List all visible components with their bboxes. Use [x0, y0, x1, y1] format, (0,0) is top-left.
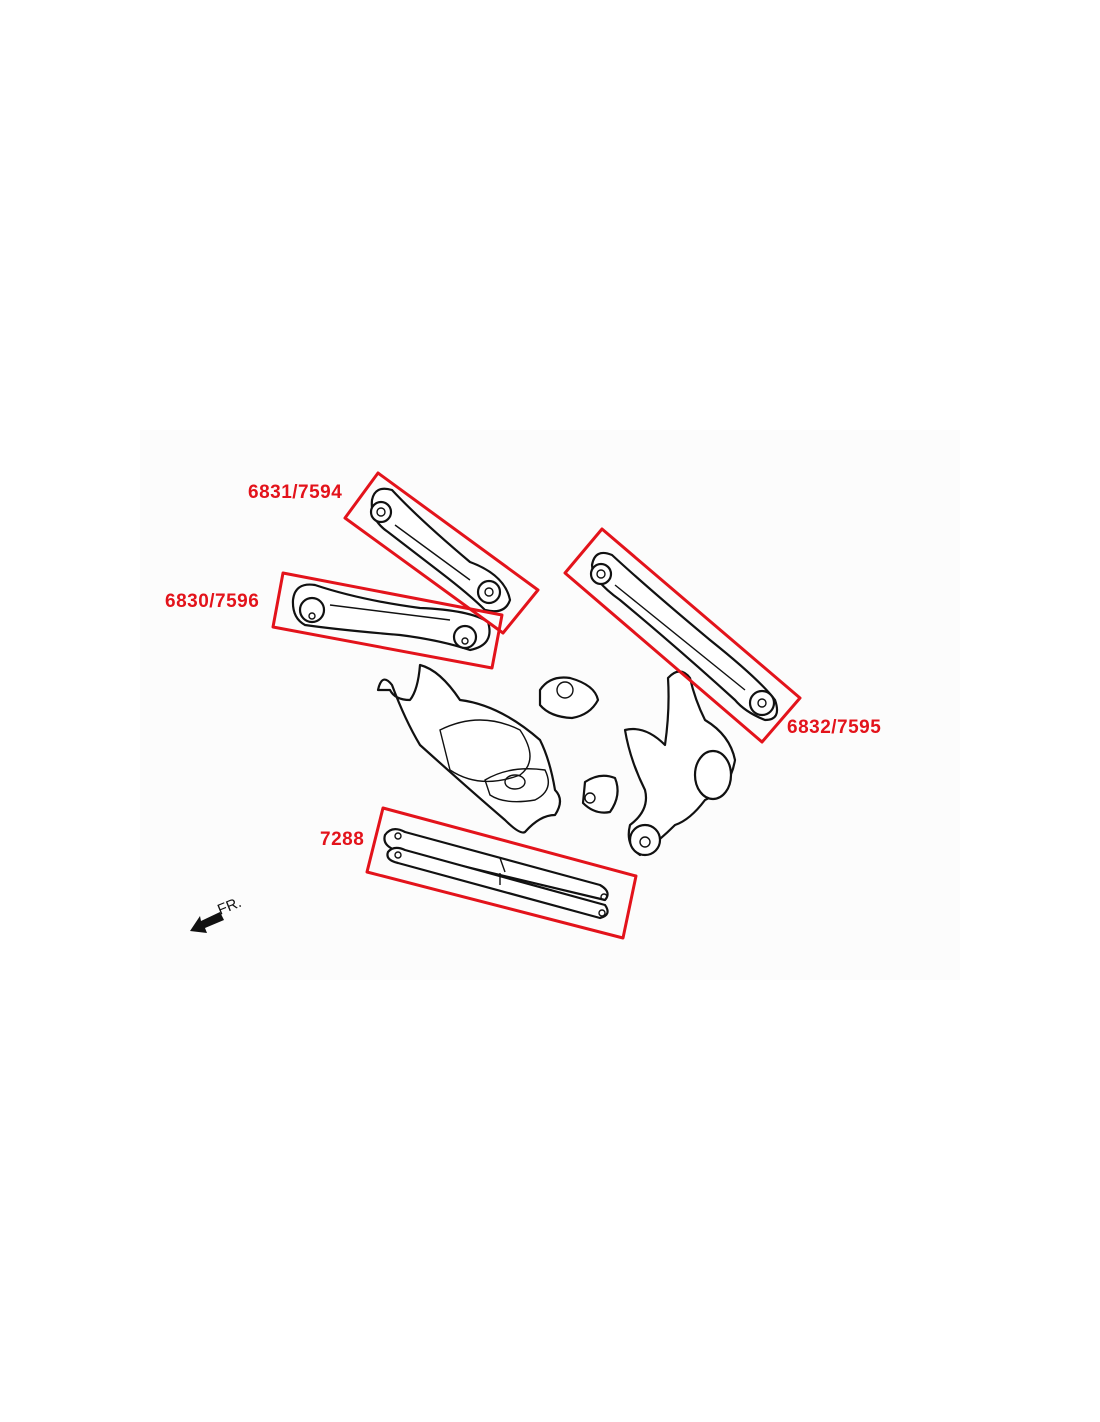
highlight-box-upper-arm — [343, 471, 540, 635]
subframe-brace — [383, 828, 609, 920]
label-lower-front-arm: 6830/7596 — [165, 591, 259, 612]
upper-control-arm — [369, 487, 512, 613]
highlight-box-subframe-brace — [365, 806, 638, 940]
front-direction-arrow-icon — [190, 912, 224, 933]
highlight-box-trailing-arm — [563, 527, 802, 744]
label-upper-arm: 6831/7594 — [248, 482, 342, 503]
lower-control-arm — [376, 663, 562, 834]
label-subframe-brace: 7288 — [320, 829, 364, 850]
trailing-arm — [589, 551, 779, 722]
mount-bushing — [538, 676, 600, 720]
label-trailing-arm: 6832/7595 — [787, 717, 881, 738]
knuckle-hub — [623, 670, 737, 857]
bushing — [581, 774, 619, 814]
lower-front-arm — [291, 583, 491, 652]
highlight-box-lower-front-arm — [271, 571, 504, 670]
